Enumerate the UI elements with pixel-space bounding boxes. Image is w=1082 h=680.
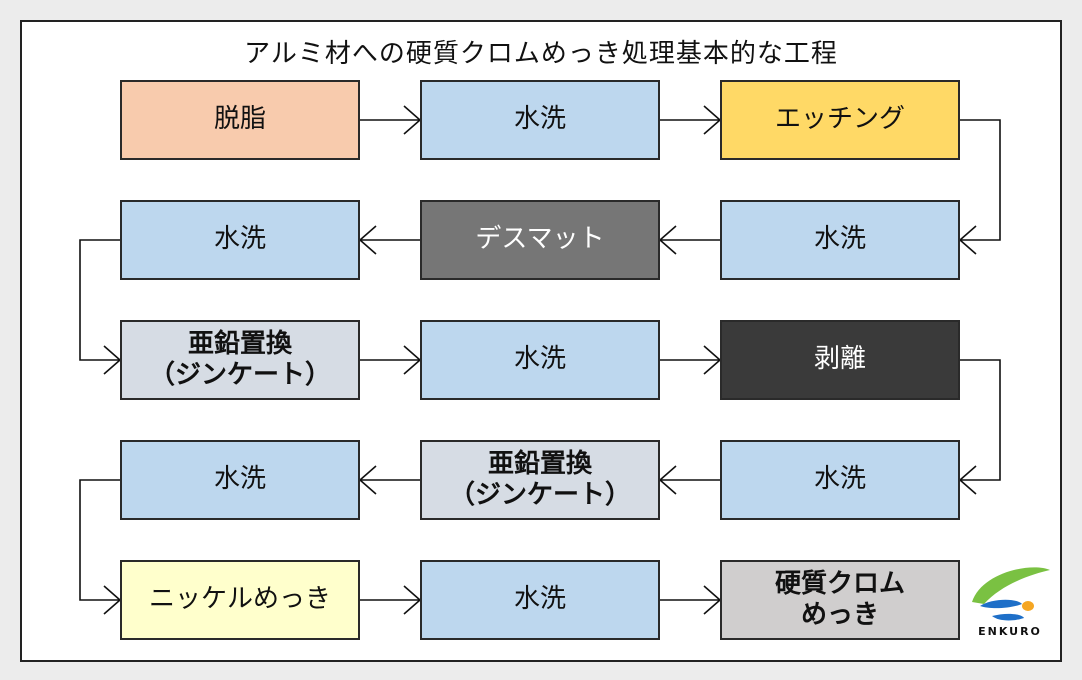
flow-arrow-10 bbox=[658, 465, 720, 495]
step-box-6: 水洗 bbox=[120, 200, 360, 280]
flow-arrow-4 bbox=[658, 225, 720, 255]
step-box-11: 亜鉛置換 （ジンケート） bbox=[420, 440, 660, 520]
step-label-5: デスマット bbox=[475, 224, 605, 255]
step-label-8: 水洗 bbox=[513, 344, 566, 375]
step-box-13: ニッケルめっき bbox=[120, 560, 360, 640]
step-box-3: エッチング bbox=[720, 80, 960, 160]
step-box-12: 水洗 bbox=[120, 440, 360, 520]
step-box-7: 亜鉛置換 （ジンケート） bbox=[120, 320, 360, 400]
step-label-10: 水洗 bbox=[813, 464, 866, 495]
flow-arrow-13 bbox=[360, 585, 422, 615]
flow-arrow-5 bbox=[358, 225, 420, 255]
flow-arrow-1 bbox=[360, 105, 422, 135]
flow-arrow-8 bbox=[660, 345, 722, 375]
step-label-7: 亜鉛置換 （ジンケート） bbox=[148, 328, 331, 390]
step-label-1: 脱脂 bbox=[213, 104, 266, 135]
step-box-9: 剥離 bbox=[720, 320, 960, 400]
step-box-2: 水洗 bbox=[420, 80, 660, 160]
step-box-10: 水洗 bbox=[720, 440, 960, 520]
step-label-11: 亜鉛置換 （ジンケート） bbox=[448, 448, 631, 510]
step-box-8: 水洗 bbox=[420, 320, 660, 400]
diagram-title: アルミ材への硬質クロムめっき処理基本的な工程 bbox=[244, 39, 838, 69]
step-label-15: 硬質クロム めっき bbox=[774, 568, 905, 630]
step-label-6: 水洗 bbox=[213, 224, 266, 255]
logo-text: ENKURO bbox=[978, 625, 1042, 638]
step-label-14: 水洗 bbox=[513, 584, 566, 615]
step-label-2: 水洗 bbox=[513, 104, 566, 135]
flow-arrow-12 bbox=[79, 479, 122, 615]
step-label-9: 剥離 bbox=[813, 344, 866, 375]
flow-arrow-2 bbox=[660, 105, 722, 135]
flow-arrow-9 bbox=[958, 359, 1001, 495]
step-label-13: ニッケルめっき bbox=[148, 584, 331, 615]
enkuro-logo-icon bbox=[972, 567, 1050, 621]
flow-arrow-11 bbox=[358, 465, 420, 495]
step-box-15: 硬質クロム めっき bbox=[720, 560, 960, 640]
flow-arrow-6 bbox=[79, 239, 122, 375]
flow-arrow-3 bbox=[958, 119, 1001, 255]
step-label-12: 水洗 bbox=[213, 464, 266, 495]
step-box-5: デスマット bbox=[420, 200, 660, 280]
step-box-1: 脱脂 bbox=[120, 80, 360, 160]
step-label-3: エッチング bbox=[774, 104, 905, 135]
step-box-14: 水洗 bbox=[420, 560, 660, 640]
step-box-4: 水洗 bbox=[720, 200, 960, 280]
flow-arrow-7 bbox=[360, 345, 422, 375]
flow-arrow-14 bbox=[660, 585, 722, 615]
step-label-4: 水洗 bbox=[813, 224, 866, 255]
